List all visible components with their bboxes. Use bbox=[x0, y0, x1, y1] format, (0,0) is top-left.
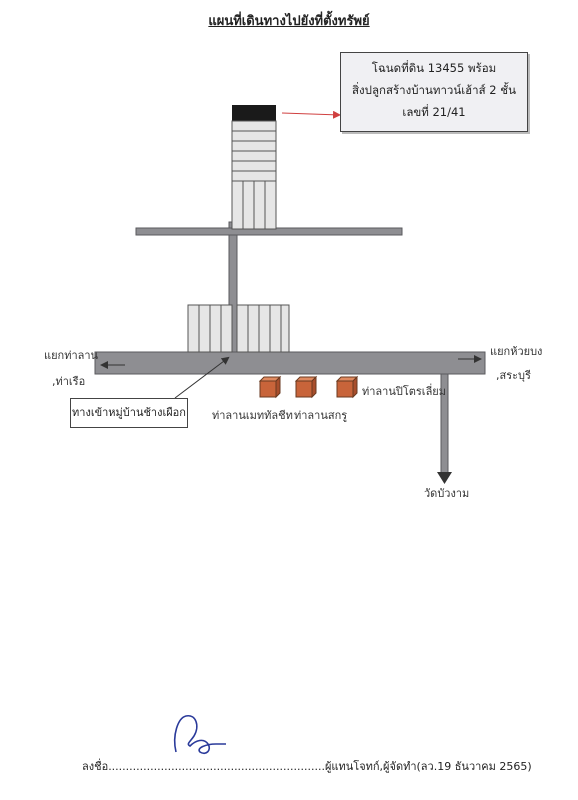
deed-line-1: โฉนดที่ดิน 13455 พร้อม bbox=[371, 61, 497, 75]
landmark-label-1: ท่าลานเมททัลชีท bbox=[212, 409, 293, 422]
signature-suffix: ผู้แทนโจทก์,ผู้จัดทำ(ลว.19 ธันวาคม 2565) bbox=[324, 760, 532, 773]
landmark-label-3: ท่าลานปิโตรเลี่ยม bbox=[362, 385, 447, 398]
label-left-bottom: ,ท่าเรือ bbox=[52, 375, 86, 388]
label-left-top: แยกท่าลาน bbox=[44, 349, 99, 362]
signature-line: ลงชื่อ..................................… bbox=[82, 757, 532, 775]
label-right-top: แยกห้วยบง bbox=[490, 345, 543, 358]
deed-line-3: เลขที่ 21/41 bbox=[402, 105, 466, 119]
entry-pointer bbox=[174, 356, 230, 399]
signature-dots: ........................................… bbox=[108, 760, 325, 773]
landmark-cube-3 bbox=[335, 375, 359, 399]
map-title: แผนที่เดินทางไปยังที่ตั้งทรัพย์ bbox=[208, 14, 370, 29]
deed-line-2: สิ่งปลูกสร้างบ้านทาวน์เฮ้าส์ 2 ชั้น bbox=[352, 83, 516, 97]
landmark-cube-1 bbox=[258, 375, 282, 399]
deed-info-box: โฉนดที่ดิน 13455 พร้อม สิ่งปลูกสร้างบ้าน… bbox=[340, 52, 528, 132]
townhouse-block-bottom bbox=[187, 304, 290, 353]
signature-prefix: ลงชื่อ bbox=[82, 760, 109, 773]
road-main bbox=[94, 351, 486, 375]
landmark-cube-2 bbox=[294, 375, 318, 399]
signature-mark bbox=[173, 715, 226, 755]
label-temple: วัดบัวงาม bbox=[424, 487, 470, 500]
entry-box: ทางเข้าหมู่บ้านช้างเผือก bbox=[70, 398, 188, 428]
temple-road-arrow bbox=[437, 472, 452, 484]
townhouse-block-top bbox=[231, 105, 277, 230]
landmark-label-2: ท่าลานสกรู bbox=[294, 409, 348, 422]
target-pointer bbox=[281, 110, 341, 119]
label-right-bottom: ,สระบุรี bbox=[496, 369, 531, 382]
